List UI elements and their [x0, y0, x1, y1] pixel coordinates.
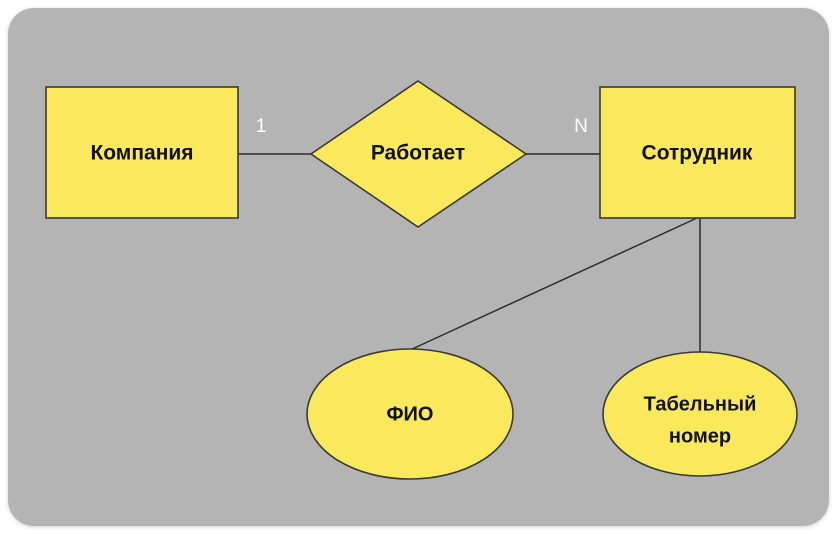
attribute-tab-number-label-line1: Табельный: [644, 393, 757, 415]
relationship-works[interactable]: [309, 80, 528, 228]
relationship-works-label: Работает: [371, 142, 465, 165]
entity-employee-label: Сотрудник: [642, 142, 753, 165]
attribute-fio[interactable]: [306, 348, 514, 480]
cardinality-label-left: 1: [256, 116, 267, 137]
attribute-tab-number-label-line2: номер: [669, 425, 731, 447]
entity-company[interactable]: [45, 86, 239, 219]
entity-company-label: Компания: [90, 142, 193, 165]
connector-employee-to-fio: [409, 217, 698, 351]
entity-employee[interactable]: [599, 86, 796, 219]
cardinality-label-right: N: [574, 116, 588, 137]
attribute-fio-label: ФИО: [386, 403, 433, 425]
attribute-tab-number[interactable]: [602, 351, 798, 477]
